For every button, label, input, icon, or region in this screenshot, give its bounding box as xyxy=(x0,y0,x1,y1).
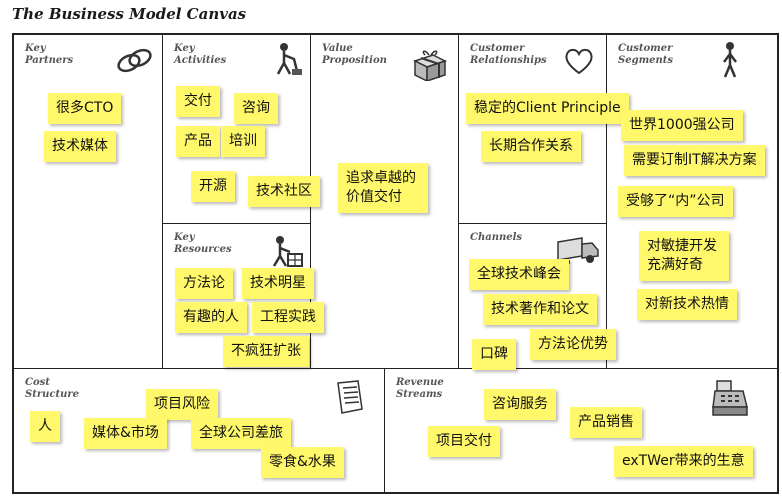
block-title: Customer Segments xyxy=(618,43,674,66)
sticky-note[interactable]: 世界1000强公司 xyxy=(621,110,743,141)
truck-icon xyxy=(557,237,599,266)
block-title: Channels xyxy=(470,232,523,243)
gift-box-icon xyxy=(413,50,447,81)
worker-icon xyxy=(276,43,302,75)
block-title: Key Resources xyxy=(174,232,232,255)
block-title: Value Proposition xyxy=(322,43,387,66)
sticky-note[interactable]: 对新技术热情 xyxy=(637,289,737,320)
business-model-canvas: Key Partners Key Activities Key Resource… xyxy=(12,33,779,494)
sticky-note[interactable]: 项目风险 xyxy=(146,389,218,420)
sticky-note[interactable]: 技术社区 xyxy=(248,176,320,207)
sticky-note[interactable]: 有趣的人 xyxy=(175,302,247,333)
block-customer-segments: Customer Segments xyxy=(607,35,777,369)
sticky-note[interactable]: 技术媒体 xyxy=(44,131,116,162)
sticky-note[interactable]: 追求卓越的 价值交付 xyxy=(338,163,428,213)
block-title: Cost Structure xyxy=(25,377,79,400)
sticky-note[interactable]: 长期合作关系 xyxy=(481,131,581,162)
sticky-note[interactable]: 技术明星 xyxy=(242,268,314,299)
sticky-note[interactable]: 全球技术峰会 xyxy=(469,259,569,290)
sticky-note[interactable]: 工程实践 xyxy=(252,302,324,333)
block-title: Key Partners xyxy=(25,43,74,66)
block-revenue-streams: Revenue Streams xyxy=(385,369,777,492)
sticky-note[interactable]: 咨询服务 xyxy=(484,389,556,420)
sticky-note[interactable]: 全球公司差旅 xyxy=(191,418,291,449)
sticky-note[interactable]: 技术著作和论文 xyxy=(483,294,597,325)
block-title: Key Activities xyxy=(174,43,227,66)
builder-icon xyxy=(272,236,303,267)
sticky-note[interactable]: 稳定的Client Principle xyxy=(466,93,629,124)
cash-register-icon xyxy=(712,380,748,416)
sticky-note[interactable]: 媒体&市场 xyxy=(84,418,167,449)
sticky-note[interactable]: exTWer带来的生意 xyxy=(614,446,753,477)
sticky-note[interactable]: 开源 xyxy=(191,171,235,202)
sticky-note[interactable]: 人 xyxy=(30,411,60,442)
sticky-note[interactable]: 不疯狂扩张 xyxy=(223,336,309,367)
block-title: Revenue Streams xyxy=(396,377,444,400)
sticky-note[interactable]: 零食&水果 xyxy=(261,447,344,478)
sticky-note[interactable]: 口碑 xyxy=(472,339,516,370)
block-value-proposition: Value Proposition xyxy=(311,35,459,369)
chain-link-icon xyxy=(117,48,152,73)
sticky-note[interactable]: 产品销售 xyxy=(570,407,642,438)
heart-icon xyxy=(565,48,593,75)
block-channels: Channels xyxy=(459,224,607,369)
sticky-note[interactable]: 方法论 xyxy=(175,268,233,299)
sticky-note[interactable]: 需要订制IT解决方案 xyxy=(624,145,765,176)
person-icon xyxy=(723,42,737,78)
canvas-title: The Business Model Canvas xyxy=(12,5,247,23)
block-key-activities: Key Activities xyxy=(163,35,311,224)
sticky-note[interactable]: 很多CTO xyxy=(48,93,122,124)
sticky-note[interactable]: 受够了“内”公司 xyxy=(618,186,733,217)
block-title: Customer Relationships xyxy=(470,43,547,66)
receipt-icon xyxy=(337,380,363,414)
sticky-note[interactable]: 对敏捷开发 充满好奇 xyxy=(639,231,729,281)
sticky-note[interactable]: 培训 xyxy=(221,126,265,157)
block-key-partners: Key Partners xyxy=(14,35,163,369)
block-customer-relationships: Customer Relationships xyxy=(459,35,607,224)
sticky-note[interactable]: 咨询 xyxy=(234,93,278,124)
sticky-note[interactable]: 产品 xyxy=(176,126,220,157)
sticky-note[interactable]: 项目交付 xyxy=(428,426,500,457)
block-cost-structure: Cost Structure xyxy=(14,369,385,492)
sticky-note[interactable]: 交付 xyxy=(176,86,220,117)
sticky-note[interactable]: 方法论优势 xyxy=(530,329,616,360)
